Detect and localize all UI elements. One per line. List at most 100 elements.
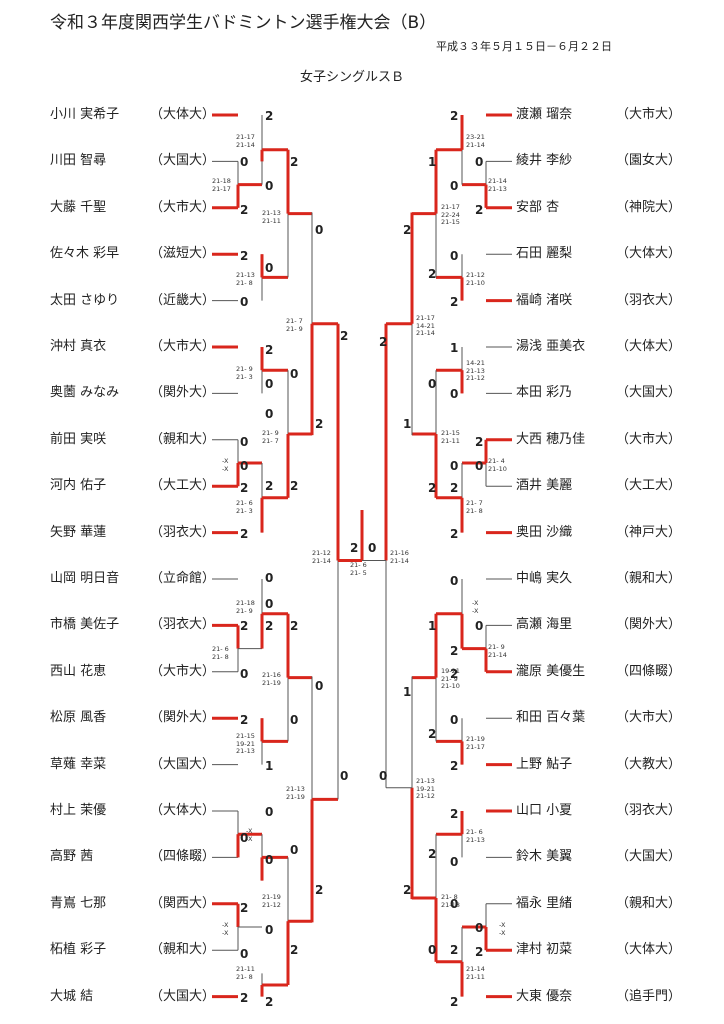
game-score: 21-17 14-21 21-14 [416,314,435,337]
match-result: 2 [475,435,484,449]
player-entry: 福崎 渚咲（羽衣大） [516,293,681,309]
game-score: 21-19 21-12 [262,893,281,909]
player-name: 中嶋 実久 [516,571,573,586]
player-entry: 綾井 李紗（園女大） [516,153,681,169]
page-title: 令和３年度関西学生バドミントン選手権大会（B） [50,13,437,33]
player-name: 沖村 真衣 [50,339,107,354]
player-team: （滋短大） [150,246,216,262]
player-entry: 和田 百々葉 （大市大） [516,710,681,726]
game-score: 21-19 21-17 [466,735,485,751]
player-entry: 大東 優奈（追手門） [516,989,681,1005]
match-result: 0 [450,179,459,193]
match-result: 2 [240,901,249,915]
game-score: -X -X [246,827,253,843]
player-name: 河内 佑子 [50,478,107,494]
player-team: （大市大） [150,199,216,215]
match-result: 0 [450,855,459,869]
player-entry: 前田 実咲（親和大） [50,432,215,448]
player-team: （大市大） [150,339,216,354]
player-name: 高瀬 海里 [516,617,573,633]
match-result: 2 [240,991,249,1005]
game-score: 21-11 21- 8 [236,965,255,981]
player-team: （追手門） [616,988,682,1004]
game-score: 21-13 21-11 [262,209,281,225]
match-result: 0 [240,831,249,845]
match-result: 0 [240,459,249,473]
match-result: 2 [265,479,274,493]
player-name: 渡瀬 瑠奈 [516,107,573,122]
player-entry: 沖村 真衣 （大市大） [50,339,215,355]
player-entry: 奥田 沙織（神戸大） [516,525,681,541]
match-result: 0 [315,679,324,693]
player-entry: 山岡 明日音（立命館） [50,571,215,587]
player-name: 津村 初菜 [516,942,573,958]
player-team: （四條畷） [150,849,216,865]
match-result: 2 [428,847,437,861]
match-result: 0 [240,667,249,681]
player-entry: 渡瀬 瑠奈（大市大） [516,107,681,123]
game-score: 21-13 21- 8 [236,271,255,287]
match-result: 2 [428,267,437,281]
player-team: （関外大） [616,617,682,633]
player-name: 草薙 幸菜 [50,756,107,772]
game-score: 21- 7 21- 9 [286,317,303,333]
match-result: 2 [450,109,459,123]
match-result: 2 [450,527,459,541]
player-name: 湯浅 亜美衣 [516,339,586,354]
game-score: 21- 9 21- 7 [262,429,279,445]
game-score: 21-12 21-14 [312,549,331,565]
match-result: 0 [240,155,249,169]
match-result: 2 [475,945,484,959]
match-result: 2 [290,619,299,633]
match-result: 2 [450,644,459,658]
match-result: 2 [240,481,249,495]
player-team: （四條畷） [616,663,682,679]
match-result: 2 [265,995,274,1009]
game-score: 21-13 21-19 [286,785,305,801]
player-name: 本田 彩乃 [516,385,573,401]
player-team: （大市大） [616,710,682,726]
player-team: （関西大） [150,895,216,911]
player-entry: 草薙 幸菜（大国大） [50,757,215,773]
game-score: 21- 6 21- 8 [212,645,229,661]
player-name: 青嶌 七那 [50,895,107,911]
player-name: 和田 百々葉 [516,710,586,726]
player-team: （大国大） [150,988,216,1004]
game-score: 21- 7 21- 8 [466,499,483,515]
match-result: 0 [290,843,299,857]
match-result: 2 [290,943,299,957]
match-result: 0 [315,223,324,237]
game-score: 21-16 21-14 [390,549,409,565]
player-entry: 大西 穂乃佳（大市大） [516,432,681,448]
player-team: （関外大） [150,710,216,726]
game-score: 21-15 21-11 [441,429,460,445]
game-score: 21- 6 21-13 [466,828,485,844]
player-team: （羽衣大） [616,803,682,818]
game-score: -X -X [472,599,479,615]
player-entry: 津村 初菜（大体大） [516,942,681,958]
game-score: 21- 9 21-14 [488,643,507,659]
player-name: 西山 花恵 [50,663,107,679]
player-team: （大工大） [150,478,216,494]
player-team: （羽衣大） [150,524,216,540]
player-entry: 瀧原 美優生（四條畷） [516,664,681,680]
match-result: 2 [265,109,274,123]
match-result: 2 [450,667,459,681]
player-name: 松原 風香 [50,710,107,726]
match-result: 2 [315,417,324,431]
match-result: 0 [265,261,274,275]
player-entry: 鈴木 美翼（大国大） [516,849,681,865]
game-score: 21-15 19-21 21-13 [236,732,255,755]
player-name: 奥田 沙織 [516,524,573,540]
match-result: 1 [265,759,274,773]
match-result: 1 [403,417,412,431]
player-name: 小川 実希子 [50,107,120,122]
match-result: 0 [450,574,459,588]
game-score: -X -X [222,921,229,937]
player-entry: 高瀬 海里 （関外大） [516,617,681,633]
match-result: 0 [450,459,459,473]
match-result: 0 [265,377,274,391]
match-result: 2 [265,619,274,633]
player-team: （関外大） [150,385,216,401]
